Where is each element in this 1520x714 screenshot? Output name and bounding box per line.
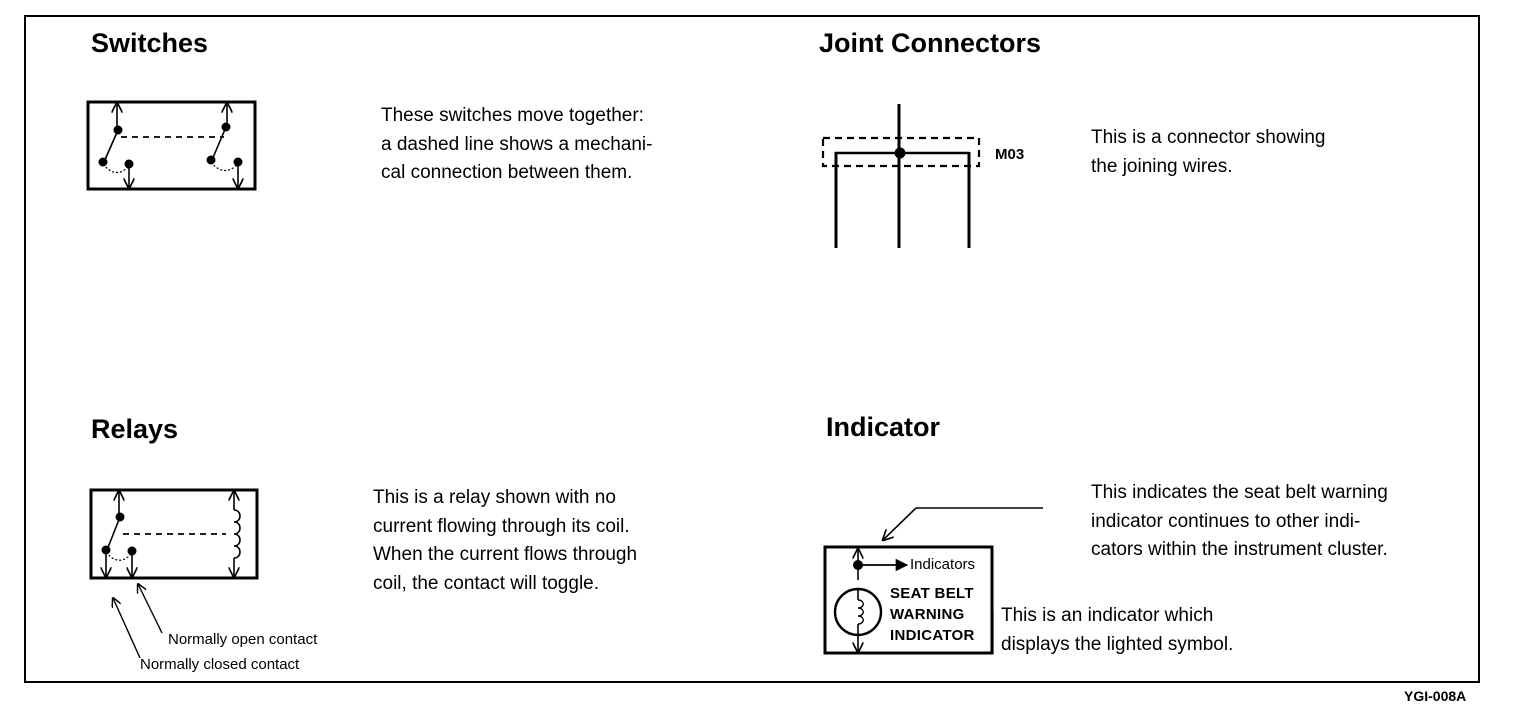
relays-description: This is a relay shown with no current fl… (373, 484, 637, 598)
normally-closed-contact-label: Normally closed contact (140, 656, 300, 673)
indicator-description-line: indicator continues to other indi- (1091, 510, 1361, 532)
switches-heading: Switches (91, 28, 209, 58)
switches-description-line: cal connection between them. (381, 162, 633, 183)
indicator-description-line: displays the lighted symbol. (1001, 633, 1234, 655)
relay-symbol (89, 488, 259, 659)
indicator-description-top: This indicates the seat belt warning ind… (1091, 479, 1388, 565)
relays-description-line: current flowing through its coil. (373, 515, 630, 537)
relays-description-line: This is a relay shown with no (373, 487, 616, 508)
joint-connectors-description: This is a connector showing the joining … (1091, 124, 1325, 181)
indicators-arrow-label: Indicators (910, 556, 976, 573)
indicator-description-bottom: This is an indicator which displays the … (1001, 602, 1233, 659)
indicator-description-line: This indicates the seat belt warning (1091, 482, 1388, 503)
figure-code: YGI-008A (1404, 688, 1467, 704)
switches-description: These switches move together: a dashed l… (381, 102, 652, 188)
indicator-symbol-text-line: WARNING (890, 606, 965, 623)
indicator-symbol (823, 507, 1043, 655)
relays-description-line: coil, the contact will toggle. (373, 572, 600, 594)
switches-description-line: These switches move together: (381, 105, 644, 126)
normally-open-contact-label: Normally open contact (168, 631, 318, 648)
joint-connectors-heading: Joint Connectors (819, 28, 1042, 58)
relays-description-line: When the current flows through (373, 544, 638, 565)
joint-connectors-description-line: This is a connector showing (1091, 127, 1326, 148)
seat-belt-warning-indicator-text: SEAT BELT WARNING INDICATOR (890, 583, 975, 646)
indicator-heading: Indicator (826, 412, 941, 442)
indicator-description-line: This is an indicator which (1001, 605, 1214, 626)
relays-heading: Relays (91, 414, 179, 444)
connector-id-label: M03 (995, 146, 1025, 163)
indicator-symbol-text-line: SEAT BELT (890, 585, 974, 602)
diagram-frame (24, 15, 1480, 683)
indicator-description-line: cators within the instrument cluster. (1091, 539, 1388, 560)
joint-connector-symbol (821, 104, 981, 248)
joint-connectors-description-line: the joining wires. (1091, 155, 1233, 177)
switches-symbol (86, 100, 257, 191)
indicator-symbol-text-line: INDICATOR (890, 627, 975, 644)
switches-description-line: a dashed line shows a mechani- (381, 133, 653, 155)
